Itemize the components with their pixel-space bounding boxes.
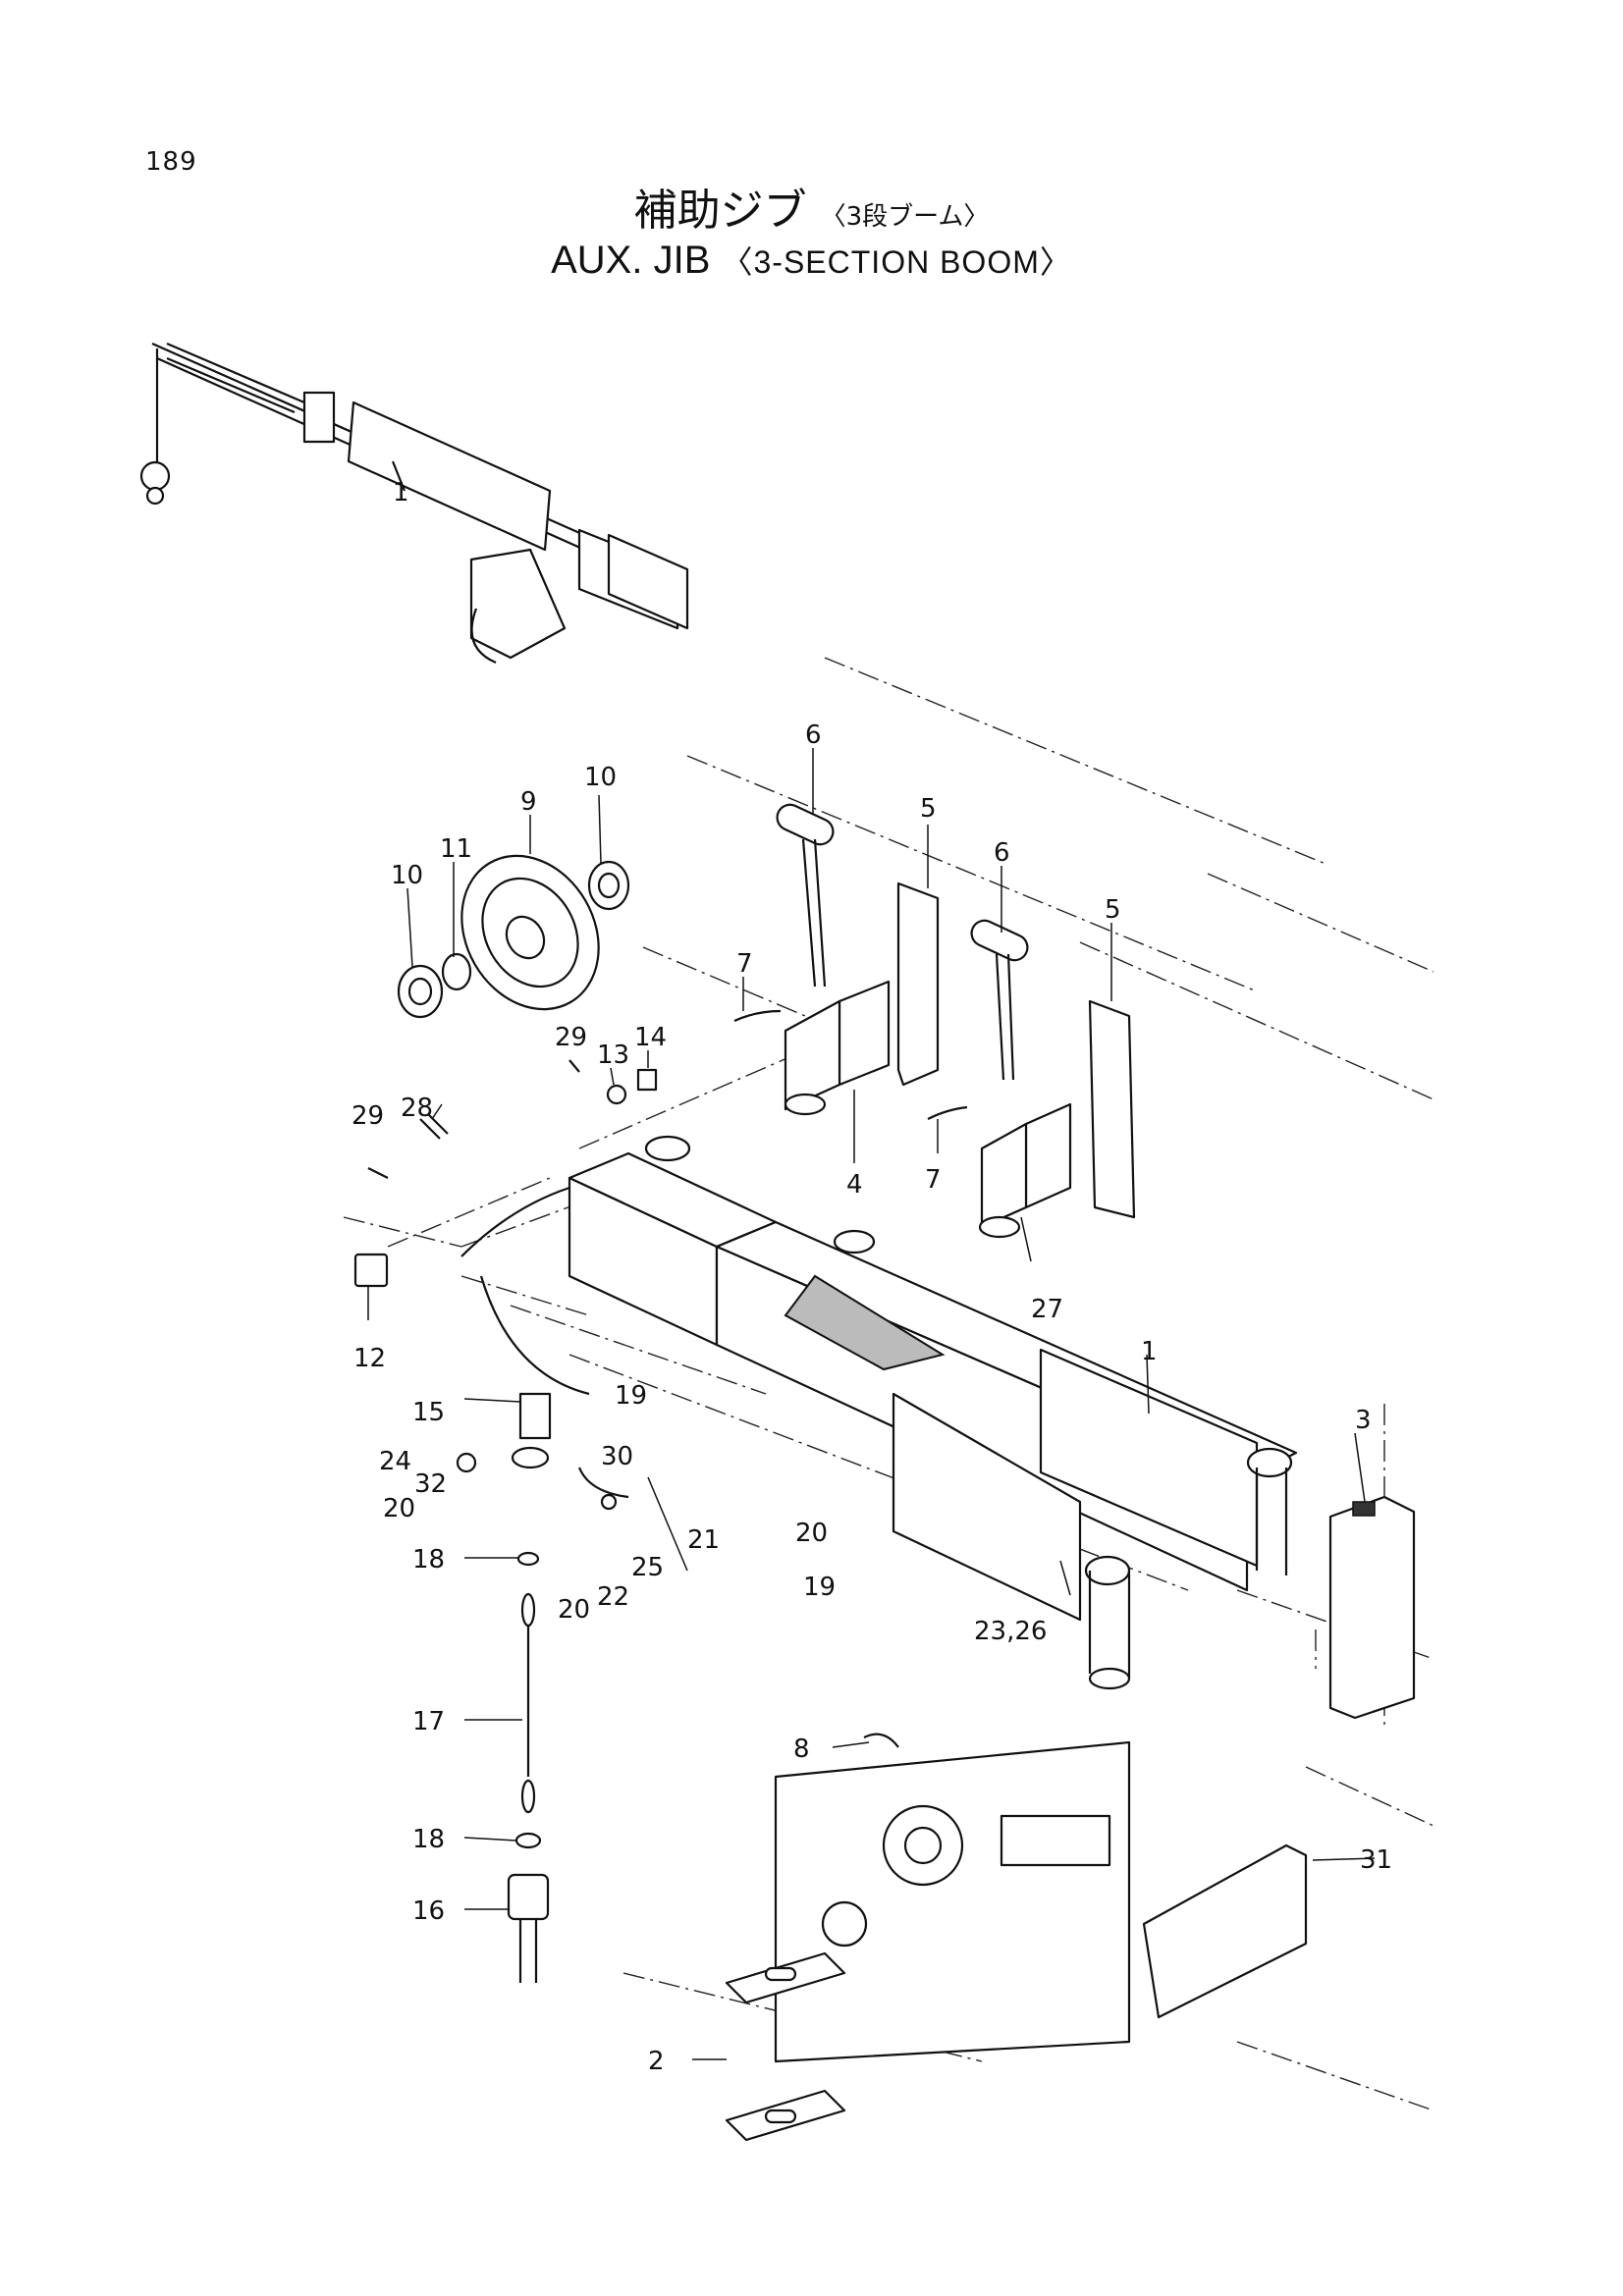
callout-19b: 19: [803, 1573, 836, 1602]
callout-12: 12: [353, 1344, 386, 1373]
part-31-handle: [1142, 1843, 1308, 2019]
callout-27: 27: [1031, 1295, 1063, 1324]
part-17-wire-rope: [520, 1592, 536, 1814]
part-8-bracket-plate: [774, 1733, 1131, 2063]
part-9-sheave: [460, 854, 600, 1011]
callout-22: 22: [597, 1582, 629, 1612]
callout-20b: 20: [795, 1519, 828, 1548]
callout-20a: 20: [383, 1494, 415, 1523]
callout-15: 15: [412, 1398, 445, 1427]
part-24-nut: [456, 1452, 477, 1473]
overview-crane-illustration: [139, 342, 689, 665]
callout-7a: 7: [736, 949, 753, 979]
callout-16: 16: [412, 1896, 445, 1926]
title-japanese-sub: 〈3段ブーム〉: [820, 202, 990, 232]
callout-3: 3: [1355, 1406, 1372, 1435]
callout-labels: 1 1 2 3 4 5 5 6 6 7 7 8 9 10 10 11 12 13…: [352, 478, 1392, 2076]
part-27-bracket: [978, 1102, 1072, 1239]
callout-25: 25: [631, 1553, 664, 1582]
callout-5b: 5: [1105, 895, 1121, 925]
callout-14: 14: [634, 1023, 667, 1052]
part-16-socket: [507, 1873, 550, 1983]
part-5-plates: [896, 881, 1136, 1219]
callout-21: 21: [687, 1525, 720, 1555]
title-japanese: 補助ジブ 〈3段ブーム〉: [0, 175, 1623, 238]
page-number: 189: [145, 147, 197, 177]
assembly-lines: [343, 657, 1434, 2111]
callout-6b: 6: [994, 838, 1010, 868]
callout-29b: 29: [555, 1023, 587, 1052]
callout-11: 11: [440, 834, 472, 864]
callout-32: 32: [414, 1469, 447, 1499]
callout-9: 9: [520, 787, 537, 817]
callout-23-26: 23,26: [974, 1617, 1047, 1646]
callout-5a: 5: [920, 794, 937, 824]
callout-10b: 10: [391, 861, 423, 890]
part-29-pins: [367, 1059, 580, 1179]
callout-24: 24: [379, 1447, 411, 1476]
part-13-washer: [606, 1084, 627, 1105]
callout-6a: 6: [805, 721, 822, 750]
callout-1: 1: [1141, 1337, 1158, 1366]
part-1-jib-boom: [460, 1135, 1298, 1690]
title-english-main: AUX. JIB: [551, 239, 711, 282]
part-3-cover: [1328, 1495, 1416, 1720]
part-7-cotter-pins: [733, 1009, 968, 1120]
title-english: AUX. JIB 〈3-SECTION BOOM〉: [0, 238, 1623, 283]
part-18-clips: [514, 1551, 542, 1849]
title-japanese-main: 補助ジブ: [633, 186, 807, 236]
callout-17: 17: [412, 1707, 445, 1736]
callout-7b: 7: [925, 1165, 942, 1195]
callout-4: 4: [846, 1170, 863, 1200]
part-4-bracket: [784, 980, 891, 1116]
part-14-bolt: [636, 1068, 658, 1092]
callout-19a: 19: [615, 1381, 647, 1411]
callout-18a: 18: [412, 1545, 445, 1575]
part-11-spacer: [441, 952, 472, 991]
leader-lines: [367, 748, 1376, 2060]
callout-20c: 20: [558, 1595, 590, 1625]
part-28-pin: [419, 1113, 449, 1140]
callout-30: 30: [601, 1442, 633, 1471]
callout-2: 2: [648, 2047, 665, 2076]
part-2-brackets: [725, 1951, 846, 2142]
callout-18b: 18: [412, 1825, 445, 1854]
callout-8: 8: [793, 1735, 810, 1764]
part-12-cap: [353, 1253, 389, 1288]
callout-10a: 10: [584, 763, 617, 792]
part-15-bracket: [511, 1392, 552, 1469]
part-22-25-clamp: [577, 1467, 629, 1511]
part-6-pins: [776, 803, 1029, 1081]
part-10-bearings: [397, 860, 630, 1019]
callout-28: 28: [401, 1094, 433, 1123]
callout-13: 13: [597, 1041, 629, 1070]
title-english-sub: 〈3-SECTION BOOM〉: [721, 244, 1072, 280]
callout-31: 31: [1360, 1845, 1392, 1875]
callout-1-overview: 1: [393, 478, 409, 507]
callout-29a: 29: [352, 1101, 384, 1131]
